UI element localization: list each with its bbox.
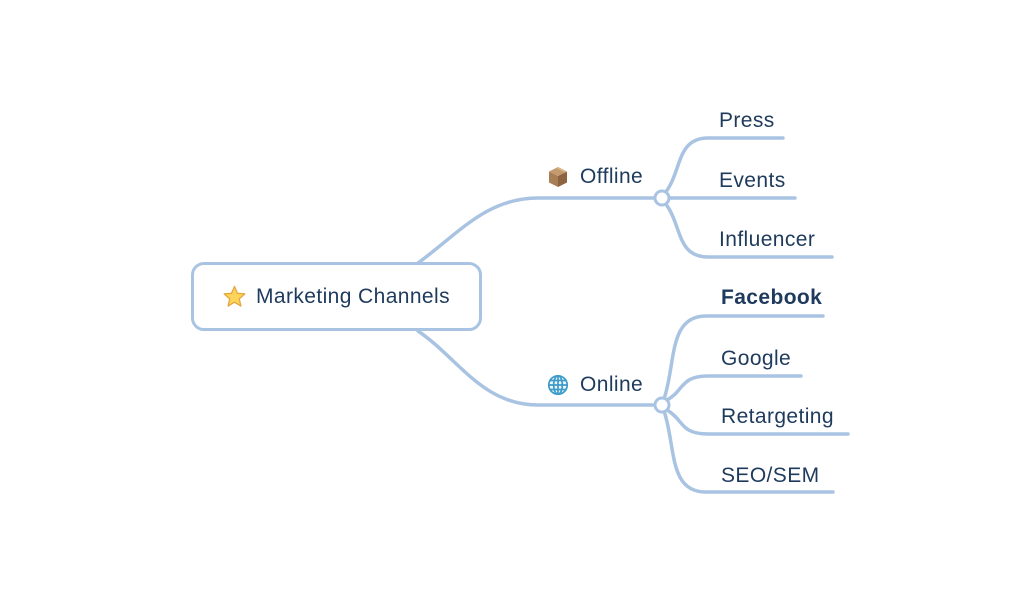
- node-events-label: Events: [719, 169, 786, 192]
- node-seosem-label: SEO/SEM: [721, 464, 820, 487]
- node-root-label: Marketing Channels: [256, 284, 450, 308]
- edge-online-facebook: [662, 314, 825, 401]
- node-offline-label: Offline: [580, 165, 644, 188]
- node-events[interactable]: Events: [719, 167, 786, 195]
- node-retargeting-label: Retargeting: [721, 405, 834, 428]
- node-press[interactable]: Press: [719, 107, 775, 135]
- node-online-label: Online: [580, 373, 644, 396]
- node-online[interactable]: Online: [546, 371, 643, 399]
- node-press-label: Press: [719, 109, 775, 132]
- collapse-toggle-offline[interactable]: [653, 189, 671, 207]
- edge-offline-press: [663, 136, 785, 195]
- node-seosem[interactable]: SEO/SEM: [721, 462, 820, 490]
- collapse-toggle-online[interactable]: [653, 396, 671, 414]
- node-root[interactable]: Marketing Channels: [191, 262, 482, 331]
- node-google[interactable]: Google: [721, 345, 791, 373]
- edge-online-retargeting: [665, 408, 850, 436]
- edge-online-google: [665, 374, 803, 402]
- globe-icon: [546, 373, 570, 397]
- node-influencer-label: Influencer: [719, 228, 816, 251]
- node-google-label: Google: [721, 347, 792, 370]
- edge-root-online: [416, 329, 656, 407]
- star-icon: [223, 285, 246, 308]
- node-offline[interactable]: Offline: [546, 163, 643, 191]
- edge-online-seosem: [662, 409, 835, 494]
- package-icon: [546, 165, 570, 189]
- node-retargeting[interactable]: Retargeting: [721, 403, 834, 431]
- node-influencer[interactable]: Influencer: [719, 226, 815, 254]
- edge-root-offline: [416, 196, 656, 265]
- node-facebook-label: Facebook: [721, 286, 823, 309]
- node-facebook[interactable]: Facebook: [721, 284, 822, 312]
- edge-offline-influencer: [663, 201, 834, 259]
